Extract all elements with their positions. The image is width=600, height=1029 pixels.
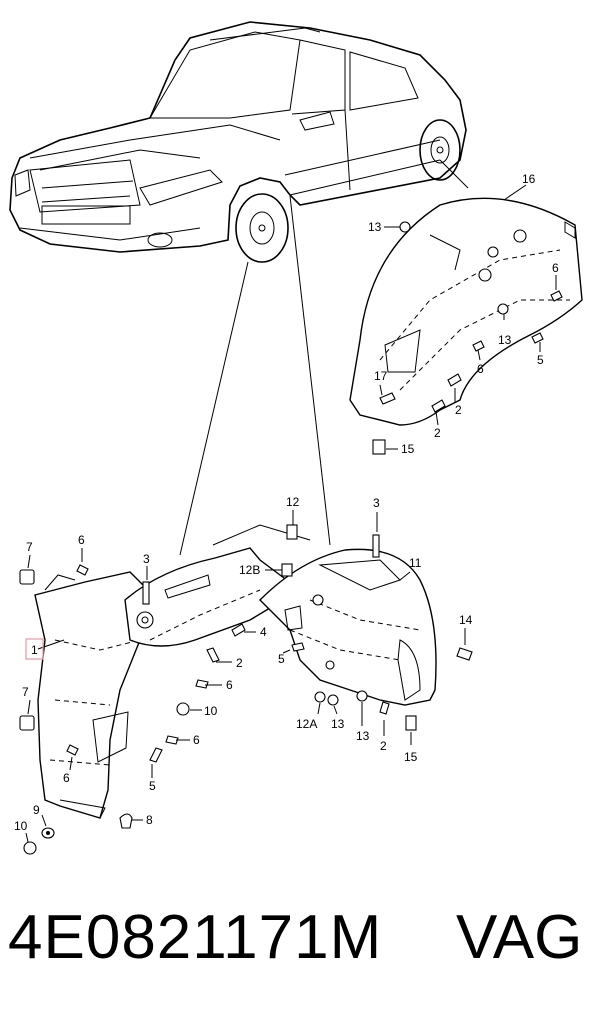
brand-label: VAG bbox=[456, 903, 583, 972]
callout-12A: 12A bbox=[296, 717, 317, 731]
callout-13: 13 bbox=[356, 729, 370, 743]
nut-icon bbox=[356, 690, 368, 702]
front-wheel-liner-center bbox=[124, 524, 311, 647]
callout-15: 15 bbox=[404, 750, 418, 764]
callout-17: 17 bbox=[374, 369, 388, 383]
car-illustration bbox=[9, 21, 467, 263]
clip-icon bbox=[119, 813, 133, 829]
callout-13: 13 bbox=[331, 717, 345, 731]
callout-1: 1 bbox=[31, 643, 38, 657]
screw-icon bbox=[531, 332, 544, 344]
screw-icon bbox=[379, 392, 396, 405]
front-wheel-liner-right bbox=[259, 548, 437, 706]
screw-icon bbox=[550, 290, 563, 302]
nut-icon bbox=[23, 841, 37, 855]
clip-icon bbox=[286, 524, 298, 540]
callout-7: 7 bbox=[26, 540, 33, 554]
screw-icon bbox=[165, 735, 179, 745]
callout-6: 6 bbox=[477, 362, 484, 376]
callout-8: 8 bbox=[146, 813, 153, 827]
callout-3: 3 bbox=[143, 552, 150, 566]
screw-icon bbox=[76, 564, 89, 576]
screw-icon bbox=[447, 373, 462, 387]
callout-10: 10 bbox=[14, 819, 28, 833]
callout-6: 6 bbox=[226, 678, 233, 692]
view-leader-lines bbox=[179, 159, 469, 556]
nut-icon bbox=[327, 694, 339, 706]
callout-leaders bbox=[25, 184, 557, 843]
screw-icon bbox=[206, 647, 220, 663]
callout-11: 11 bbox=[409, 556, 422, 570]
callout-2: 2 bbox=[236, 656, 243, 670]
screw-icon bbox=[66, 744, 79, 756]
callout-5: 5 bbox=[149, 779, 156, 793]
screw-icon bbox=[291, 642, 305, 652]
callout-13: 13 bbox=[368, 220, 382, 234]
callout-10: 10 bbox=[204, 704, 218, 718]
callout-labels: 16 13 6 13 5 6 17 2 2 15 12 3 7 6 3 11 1… bbox=[14, 172, 559, 833]
rear-wheel-liner bbox=[349, 197, 583, 455]
front-fasteners bbox=[19, 524, 473, 855]
screw-icon bbox=[431, 399, 446, 413]
nut-icon bbox=[176, 702, 190, 716]
callout-6: 6 bbox=[552, 261, 559, 275]
callout-12: 12 bbox=[286, 495, 300, 509]
callout-6: 6 bbox=[63, 771, 70, 785]
washer-icon bbox=[41, 827, 55, 839]
callout-6: 6 bbox=[193, 733, 200, 747]
clip-icon bbox=[19, 715, 35, 731]
callout-16: 16 bbox=[522, 172, 536, 186]
bolt-icon bbox=[142, 581, 150, 605]
clip-icon bbox=[372, 439, 386, 455]
highlight-box bbox=[25, 638, 44, 660]
nut-icon bbox=[399, 221, 411, 233]
callout-2: 2 bbox=[434, 426, 441, 440]
nut-icon bbox=[314, 691, 326, 703]
clip-icon bbox=[405, 715, 417, 731]
callout-3: 3 bbox=[373, 496, 380, 510]
callout-5: 5 bbox=[278, 652, 285, 666]
screw-icon bbox=[195, 679, 209, 689]
clip-icon bbox=[456, 647, 473, 661]
callout-6: 6 bbox=[78, 533, 85, 547]
callout-14: 14 bbox=[459, 613, 473, 627]
nut-icon bbox=[497, 303, 509, 315]
callout-2: 2 bbox=[380, 739, 387, 753]
clip-icon bbox=[281, 563, 293, 577]
parts-diagram: 16 13 6 13 5 6 17 2 2 15 12 3 7 6 3 11 1… bbox=[9, 21, 583, 855]
screw-icon bbox=[472, 340, 485, 352]
callout-12B: 12B bbox=[239, 563, 260, 577]
callout-9: 9 bbox=[33, 803, 40, 817]
callout-15: 15 bbox=[401, 442, 415, 456]
screw-icon bbox=[379, 701, 390, 715]
part-number: 4E0821171M bbox=[8, 903, 383, 972]
callout-7: 7 bbox=[22, 685, 29, 699]
screw-icon bbox=[231, 623, 246, 637]
callout-4: 4 bbox=[260, 625, 267, 639]
screw-icon bbox=[149, 747, 163, 763]
callout-13: 13 bbox=[498, 333, 512, 347]
bolt-icon bbox=[372, 534, 380, 558]
callout-5: 5 bbox=[537, 353, 544, 367]
callout-2: 2 bbox=[455, 403, 462, 417]
clip-icon bbox=[19, 569, 35, 585]
